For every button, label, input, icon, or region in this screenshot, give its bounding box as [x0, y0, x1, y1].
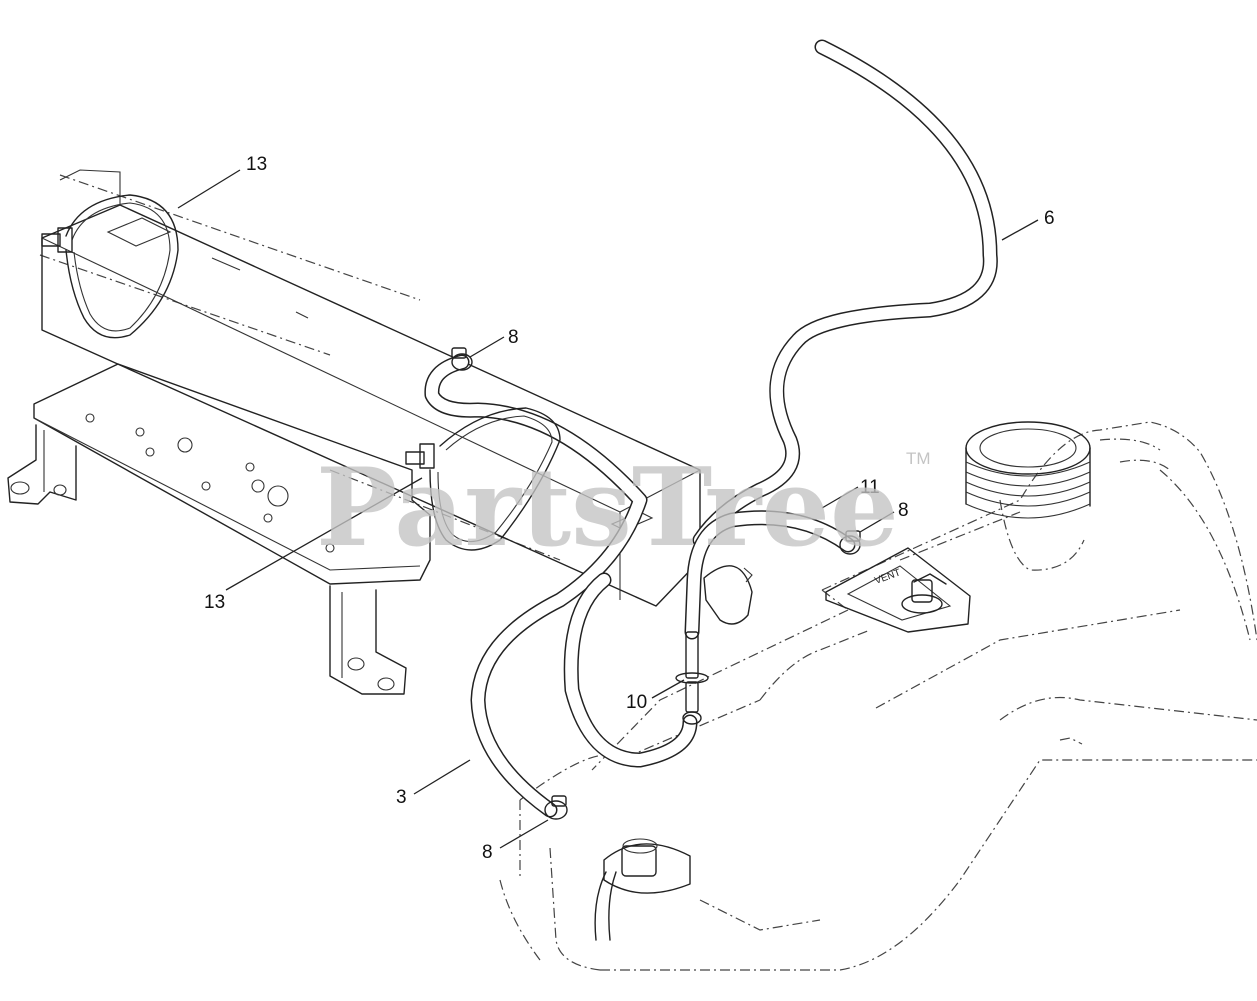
- callout-6: 6: [1044, 208, 1055, 229]
- watermark-trademark: TM: [906, 449, 931, 468]
- cable-tie-lower: [405, 407, 561, 551]
- leader-lines: [177, 169, 1039, 849]
- callout-8-upper: 8: [508, 327, 519, 348]
- hose-11: [684, 510, 856, 640]
- callout-13-lower: 13: [204, 592, 225, 613]
- callout-labels: 13 13 8 8 8 6 11 10 3: [204, 154, 1055, 863]
- fitting-10: [675, 631, 709, 725]
- frame-assembly: [7, 169, 753, 695]
- hose-clamp-lower: [544, 795, 568, 820]
- callout-11: 11: [860, 477, 880, 498]
- hose-3: [424, 354, 648, 818]
- callout-3: 3: [396, 787, 407, 808]
- callout-10: 10: [626, 692, 647, 713]
- hose-clamp-upper: [451, 347, 473, 371]
- hose-lower-loop: [563, 572, 698, 768]
- parts-tree-watermark: PartsTree TM: [316, 445, 931, 571]
- hose-6: [692, 39, 998, 548]
- callout-8-lower: 8: [482, 842, 493, 863]
- callout-8-right: 8: [898, 500, 909, 521]
- watermark-text: PartsTree: [316, 445, 899, 571]
- callout-13-upper: 13: [246, 154, 267, 175]
- fuel-tank: VENT: [499, 421, 1257, 971]
- hose-clamp-right: [839, 530, 861, 555]
- cable-tie-upper: [41, 194, 179, 339]
